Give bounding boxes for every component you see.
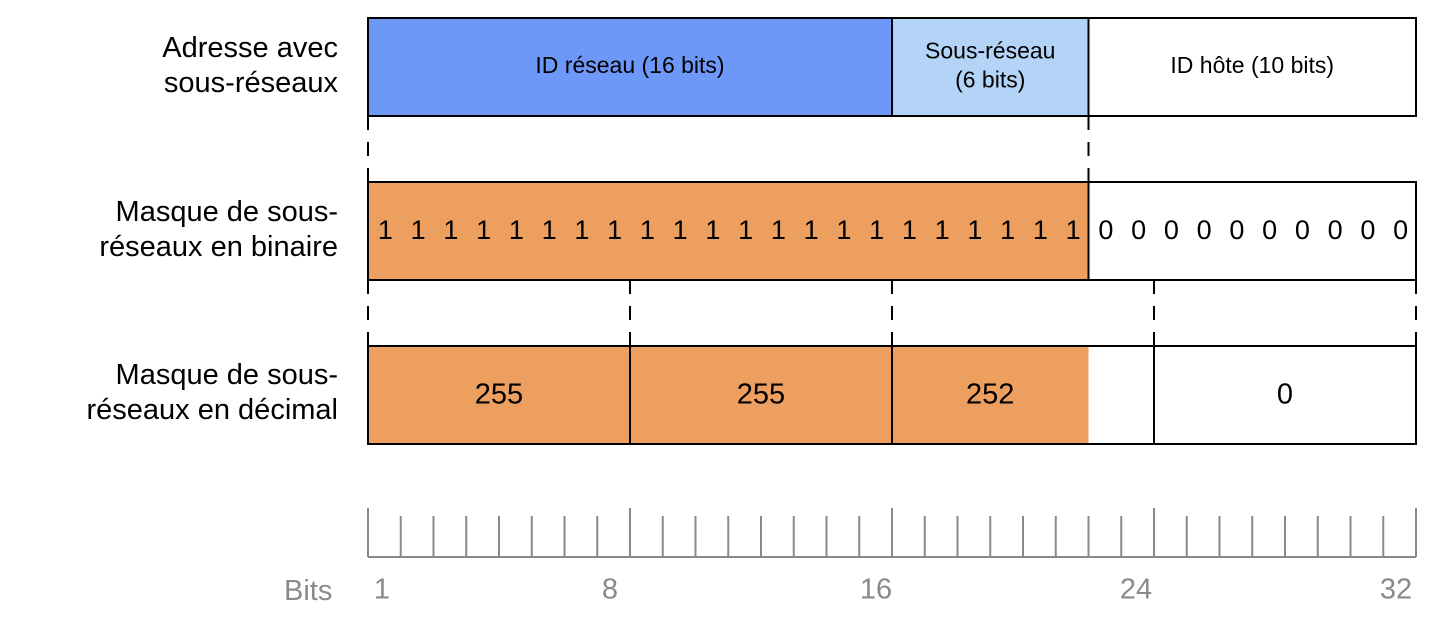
row-label-binary-mask: Masque de sous- réseaux en binaire [99,196,338,263]
segment-host [1088,18,1416,116]
mask-zeros-block [1088,182,1416,280]
row-label-decimal-mask: Masque de sous- réseaux en décimal [86,359,338,426]
segment-subnet-label: Sous-réseau(6 bits) [925,38,1055,93]
binary-digit-24: 0 [1131,215,1146,245]
binary-digit-32: 0 [1393,215,1408,245]
binary-digit-1: 1 [378,215,393,245]
mask-ones-block [368,182,1089,280]
binary-digit-28: 0 [1262,215,1277,245]
binary-digit-15: 1 [836,215,851,245]
octet-1-value: 255 [475,379,523,411]
binary-digit-19: 1 [967,215,982,245]
binary-digit-6: 1 [542,215,557,245]
row-label-address: Adresse avec sous-réseaux [162,32,338,99]
binary-digit-17: 1 [902,215,917,245]
binary-digit-5: 1 [509,215,524,245]
binary-digit-14: 1 [804,215,819,245]
binary-digit-27: 0 [1229,215,1244,245]
ruler-axis-label: Bits [284,575,333,607]
binary-digit-13: 1 [771,215,786,245]
binary-digit-7: 1 [574,215,589,245]
binary-digit-3: 1 [443,215,458,245]
binary-digit-26: 0 [1197,215,1212,245]
segment-network-label: ID réseau (16 bits) [535,52,724,78]
binary-digit-30: 0 [1328,215,1343,245]
binary-digit-21: 1 [1033,215,1048,245]
binary-digit-20: 1 [1000,215,1015,245]
ruler-label-8: 8 [602,574,618,606]
binary-digit-25: 0 [1164,215,1179,245]
ruler-label-24: 24 [1120,574,1152,606]
binary-digit-31: 0 [1360,215,1375,245]
binary-digit-11: 1 [705,215,720,245]
binary-digit-23: 0 [1098,215,1113,245]
segment-host-label: ID hôte (10 bits) [1170,52,1334,78]
binary-digit-10: 1 [673,215,688,245]
binary-digit-4: 1 [476,215,491,245]
ruler-label-1: 1 [374,574,390,606]
decimal-mask-fill [368,346,1089,444]
octet-3-value: 252 [966,379,1014,411]
ruler-label-32: 32 [1380,574,1412,606]
octet-4-value: 0 [1277,379,1293,411]
binary-digit-12: 1 [738,215,753,245]
octet-2-value: 255 [737,379,785,411]
binary-digit-9: 1 [640,215,655,245]
binary-digit-16: 1 [869,215,884,245]
binary-digit-2: 1 [411,215,426,245]
segment-network [368,18,892,116]
ruler-label-16: 16 [860,574,892,606]
address-row-frame [367,17,1417,117]
binary-digit-18: 1 [935,215,950,245]
binary-digit-22: 1 [1066,215,1081,245]
binary-digit-8: 1 [607,215,622,245]
binary-digit-29: 0 [1295,215,1310,245]
segment-subnet [892,18,1089,116]
